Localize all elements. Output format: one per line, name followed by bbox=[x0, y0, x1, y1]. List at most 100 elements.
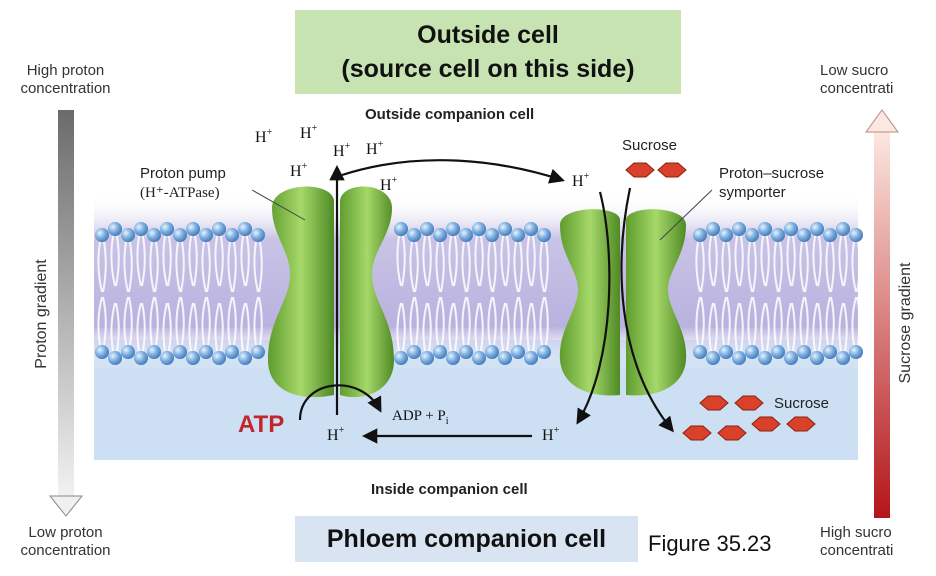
outside-cell-box: Outside cell (source cell on this side) bbox=[295, 10, 681, 94]
lipid-tail bbox=[825, 296, 835, 346]
lipid-head bbox=[95, 228, 109, 242]
lipid-head bbox=[160, 351, 174, 365]
lipid-tail bbox=[786, 302, 796, 352]
lipid-tail bbox=[97, 241, 107, 293]
lipid-tail bbox=[136, 302, 146, 352]
high-proton-line2: concentration bbox=[20, 80, 111, 97]
lipid-head bbox=[251, 228, 265, 242]
lipid-head bbox=[186, 351, 200, 365]
lipid-tail bbox=[474, 302, 484, 352]
lipid-head bbox=[771, 345, 785, 359]
lipid-tail bbox=[734, 235, 744, 287]
lipid-tail bbox=[227, 241, 237, 293]
lipid-head bbox=[95, 345, 109, 359]
lipid-head bbox=[121, 228, 135, 242]
lipid-head bbox=[407, 228, 421, 242]
high-sucrose-line2: concentrati bbox=[820, 542, 894, 559]
lipid-head bbox=[446, 351, 460, 365]
sucrose-molecules-bottom bbox=[682, 395, 816, 441]
lipid-tail bbox=[136, 235, 146, 287]
lipid-head bbox=[108, 222, 122, 236]
lipid-head bbox=[511, 228, 525, 242]
lipid-tail bbox=[487, 296, 497, 346]
lipid-tail bbox=[240, 302, 250, 352]
lipid-head bbox=[823, 228, 837, 242]
proton-label: H+ bbox=[300, 123, 318, 142]
lipid-tail bbox=[695, 241, 705, 293]
proton-label: H+ bbox=[327, 425, 345, 444]
proton-label: H+ bbox=[542, 425, 560, 444]
atp-label: ATP bbox=[238, 411, 284, 438]
lipid-tail bbox=[188, 302, 198, 352]
lipid-tail bbox=[747, 296, 757, 346]
lipid-head bbox=[160, 222, 174, 236]
lipid-head bbox=[394, 222, 408, 236]
lipid-head bbox=[537, 345, 551, 359]
low-sucrose-line2: concentrati bbox=[820, 80, 894, 97]
lipid-head bbox=[836, 351, 850, 365]
lipid-head bbox=[745, 228, 759, 242]
lipid-head bbox=[810, 351, 824, 365]
lipid-tail bbox=[825, 241, 835, 293]
low-sucrose-line1: Low sucro bbox=[820, 62, 889, 79]
lipid-tail bbox=[851, 296, 861, 346]
lipid-tail bbox=[721, 241, 731, 293]
lipid-tail bbox=[149, 241, 159, 293]
lipid-tail bbox=[448, 302, 458, 352]
lipid-tail bbox=[838, 235, 848, 287]
low-proton-line2: concentration bbox=[20, 542, 111, 559]
lipid-tail bbox=[214, 302, 224, 352]
lipid-tail bbox=[708, 302, 718, 352]
proton-sucrose-symporter bbox=[559, 209, 687, 396]
lipid-tail bbox=[396, 235, 406, 287]
lipid-head bbox=[732, 351, 746, 365]
low-sucrose-label: Low sucro concentrati bbox=[820, 62, 936, 98]
lipid-head bbox=[199, 228, 213, 242]
proton-label: H+ bbox=[290, 161, 308, 180]
lipid-tail bbox=[747, 241, 757, 293]
lipid-tail bbox=[422, 302, 432, 352]
outside-cell-title: Outside cell bbox=[417, 21, 559, 49]
lipid-tail bbox=[201, 241, 211, 293]
lipid-tail bbox=[513, 296, 523, 346]
lipid-head bbox=[745, 345, 759, 359]
proton-label: H+ bbox=[572, 171, 590, 190]
lipid-head bbox=[485, 228, 499, 242]
lipid-head bbox=[485, 345, 499, 359]
lipid-tail bbox=[448, 235, 458, 287]
lipid-head bbox=[758, 222, 772, 236]
lipid-head bbox=[784, 222, 798, 236]
lipid-head bbox=[238, 351, 252, 365]
lipid-tail bbox=[721, 296, 731, 346]
pump-pointer-line bbox=[251, 189, 306, 221]
lipid-tail bbox=[227, 296, 237, 346]
lipid-tail bbox=[500, 235, 510, 287]
proton-label: H+ bbox=[380, 175, 398, 194]
lipid-tail bbox=[461, 296, 471, 346]
lipid-head bbox=[173, 228, 187, 242]
lipid-head bbox=[849, 345, 863, 359]
lipid-tail bbox=[799, 241, 809, 293]
lipid-tail bbox=[487, 241, 497, 293]
lipid-tail bbox=[240, 235, 250, 287]
lipid-head bbox=[459, 228, 473, 242]
sucrose-gradient-label: Sucrose gradient bbox=[897, 262, 914, 384]
lipid-head bbox=[212, 351, 226, 365]
adp-label: ADP + Pi bbox=[392, 408, 449, 427]
lipid-head bbox=[433, 345, 447, 359]
lipid-head bbox=[524, 222, 538, 236]
high-sucrose-line1: High sucro bbox=[820, 524, 892, 541]
lipid-tail bbox=[110, 235, 120, 287]
lipid-tail bbox=[812, 302, 822, 352]
lipid-tail bbox=[214, 235, 224, 287]
lipid-head bbox=[225, 228, 239, 242]
proton-label: H+ bbox=[333, 141, 351, 160]
high-proton-line1: High proton bbox=[26, 62, 105, 79]
lipid-head bbox=[212, 222, 226, 236]
lipid-head bbox=[407, 345, 421, 359]
proton-pump bbox=[268, 186, 394, 398]
lipid-tail bbox=[526, 302, 536, 352]
lipid-head bbox=[706, 222, 720, 236]
lipid-head bbox=[147, 228, 161, 242]
lipid-tail bbox=[513, 241, 523, 293]
